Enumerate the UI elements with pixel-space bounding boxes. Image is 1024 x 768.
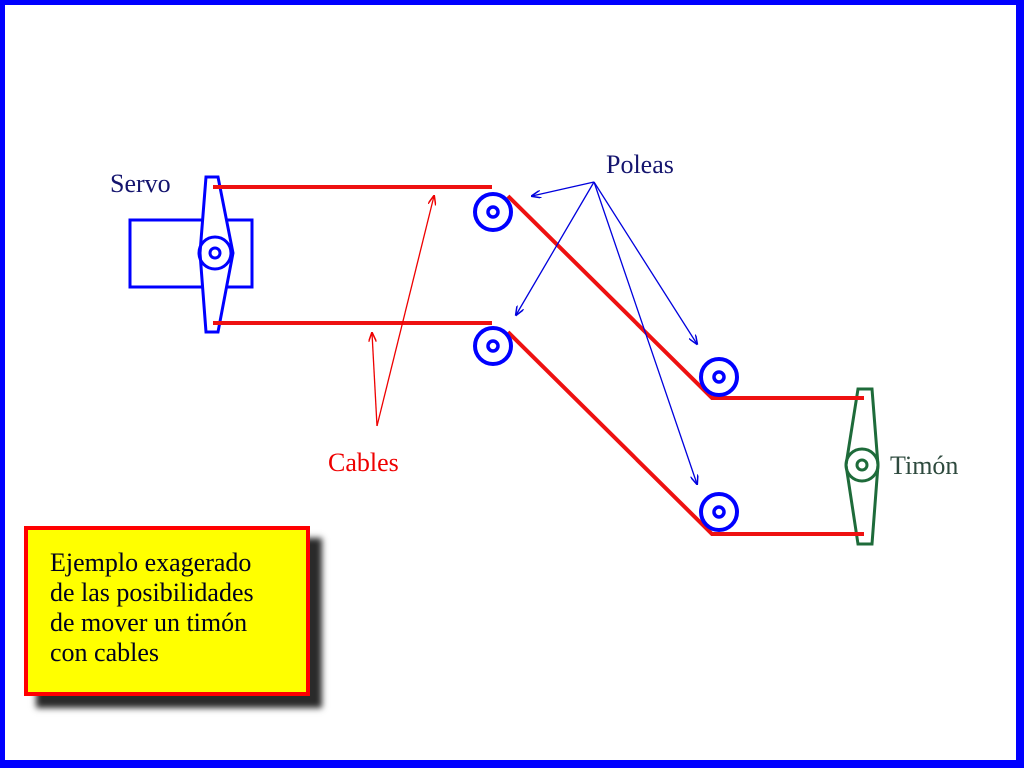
pulley-4 [699, 492, 739, 532]
arrow-to-pulley-1 [532, 181, 595, 196]
pulley-1 [473, 192, 513, 232]
servo [128, 175, 254, 334]
note-line: de las posibilidades [50, 578, 254, 607]
note-line: con cables [50, 638, 160, 667]
servo-body [128, 218, 254, 289]
poleas-arrows [516, 181, 697, 484]
pulley-2 [473, 326, 513, 366]
servo-hub-outer [197, 235, 233, 271]
pulley-3 [699, 357, 739, 397]
explanation-note: Ejemplo exagerado de las posibilidades d… [24, 526, 310, 696]
note-line: de mover un timón [50, 608, 248, 637]
timon-horn [844, 387, 880, 546]
cables [213, 185, 864, 536]
servo-horn [198, 175, 235, 334]
timon-hub-outer [844, 447, 880, 483]
cable-lower-diagonal [506, 330, 864, 536]
servo-hub-inner [208, 246, 222, 260]
poleas-label: Poleas [606, 150, 674, 179]
pulleys [473, 192, 739, 532]
arrow-to-lower-cable [372, 333, 378, 427]
arrow-to-pulley-2 [516, 181, 595, 315]
cable-upper-diagonal [506, 194, 864, 400]
note-line: Ejemplo exagerado [50, 548, 252, 577]
cables-label: Cables [328, 448, 399, 477]
timon [844, 387, 880, 546]
timon-hub-inner [855, 458, 869, 472]
arrow-to-upper-cable [376, 196, 434, 427]
arrow-to-pulley-3 [593, 181, 697, 344]
arrow-to-pulley-4 [593, 181, 697, 484]
servo-label: Servo [110, 169, 171, 198]
cables-arrows [372, 196, 434, 427]
timon-label: Timón [890, 451, 959, 480]
